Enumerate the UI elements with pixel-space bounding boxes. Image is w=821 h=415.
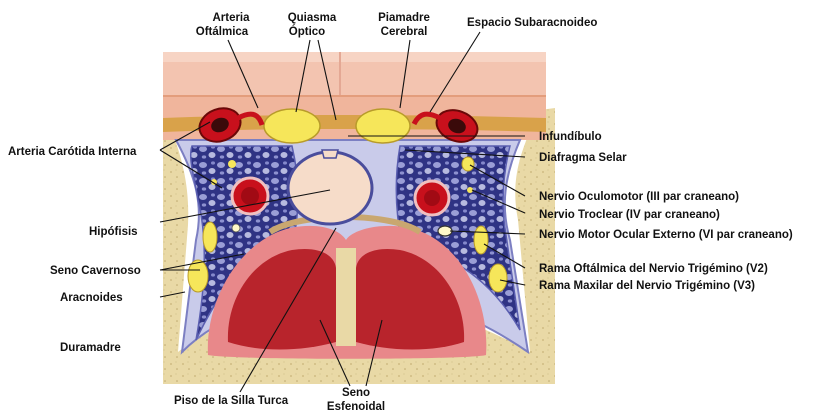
label-nervio-motor-ocular-externo: Nervio Motor Ocular Externo (VI par cran… [539,229,793,241]
label-arteria-oftalmica-1: Arteria [212,12,250,24]
label-diafragma-selar: Diafragma Selar [539,152,627,164]
label-hipofisis: Hipófisis [89,226,138,238]
label-rama-maxilar: Rama Maxilar del Nervio Trigémino (V3) [539,280,755,292]
label-infundibulo: Infundíbulo [539,131,602,143]
label-arteria-oftalmica-2: Oftálmica [196,26,249,38]
label-seno-esfenoidal-1: Seno [342,387,370,399]
pituitary-gland [288,150,372,224]
label-nervio-oculomotor: Nervio Oculomotor (III par craneano) [539,191,739,203]
label-arteria-carotida-interna: Arteria Carótida Interna [8,146,137,158]
label-aracnoides: Aracnoides [60,292,123,304]
label-seno-cavernoso: Seno Cavernoso [50,265,141,277]
label-piamadre-cerebral-2: Cerebral [381,26,428,38]
label-piso-silla-turca: Piso de la Silla Turca [174,395,289,407]
label-espacio-subaracnoideo: Espacio Subaracnoideo [467,17,597,29]
label-nervio-troclear: Nervio Troclear (IV par craneano) [539,209,720,221]
label-seno-esfenoidal-2: Esfenoidal [327,401,385,413]
label-duramadre: Duramadre [60,342,121,354]
label-quiasma-optico-2: Óptico [289,25,325,38]
label-rama-oftalmica: Rama Oftálmica del Nervio Trigémino (V2) [539,263,768,275]
label-piamadre-cerebral-1: Piamadre [378,12,430,24]
label-quiasma-optico-1: Quiasma [288,12,337,24]
